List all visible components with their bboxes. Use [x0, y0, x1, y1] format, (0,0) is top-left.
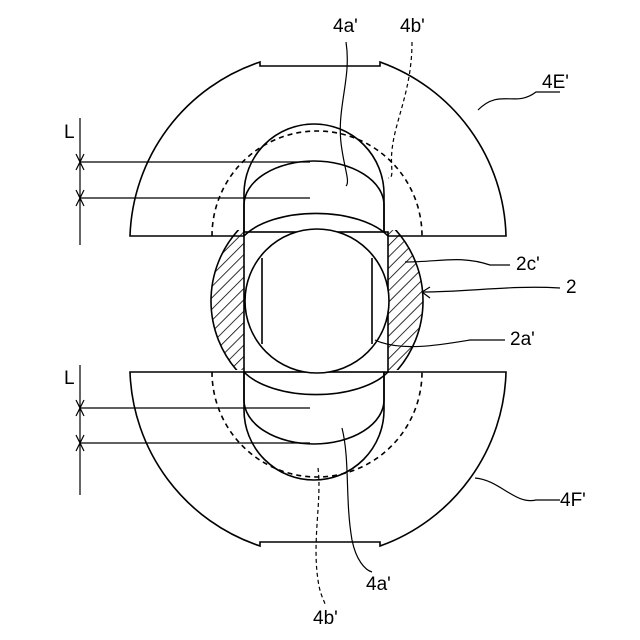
label-2c: 2c': [516, 254, 540, 275]
upper-member-outline: [130, 62, 506, 236]
leader-4F: [475, 478, 560, 501]
lower-L-label: L: [64, 368, 75, 389]
central-lower-arc: [244, 372, 388, 395]
label-top-4a: 4a': [333, 16, 358, 37]
leader-4E: [478, 92, 560, 110]
label-4E: 4E': [542, 72, 569, 93]
label-bottom-4b: 4b': [313, 608, 338, 629]
leader-2c: [405, 260, 510, 265]
label-bottom-4a: 4a': [366, 574, 391, 595]
upper-member-4E: [130, 62, 506, 236]
label-4F: 4F': [560, 490, 586, 511]
label-2: 2: [566, 277, 577, 298]
lower-member-4F: [130, 372, 506, 546]
upper-L-label: L: [64, 122, 75, 143]
label-top-4b: 4b': [400, 16, 425, 37]
leader-2: [422, 287, 560, 292]
lower-member-outline: [130, 372, 506, 546]
inner-circle-2a: [245, 229, 389, 373]
label-2a: 2a': [510, 329, 535, 350]
